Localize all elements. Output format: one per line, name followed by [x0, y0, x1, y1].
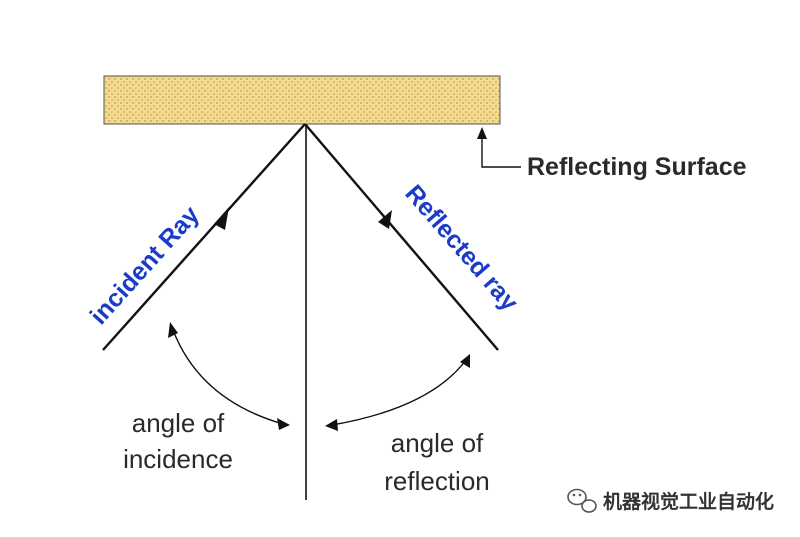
angle-of-incidence-arc — [172, 329, 284, 425]
reflected-ray-arrowhead — [378, 210, 392, 229]
incident-ray-label: incident Ray — [85, 201, 205, 330]
angle-of-incidence-label-line1: angle of — [132, 408, 225, 438]
angle-of-reflection-arc — [331, 359, 467, 426]
angle-of-incidence-arc-arrowhead-top — [168, 322, 178, 338]
angle-of-reflection-label-line2: reflection — [384, 466, 490, 496]
angle-of-incidence-arc-arrowhead-bottom — [277, 418, 290, 430]
incident-ray-arrowhead — [214, 207, 229, 230]
reflected-ray-label: Reflected ray — [399, 180, 523, 317]
angle-of-incidence-label-line2: incidence — [123, 444, 233, 474]
surface-pointer-arrowhead — [477, 127, 487, 139]
watermark-text: 机器视觉工业自动化 — [603, 490, 774, 513]
angle-of-reflection-arc-arrowhead-right — [460, 354, 470, 368]
reflected-ray — [304, 123, 499, 351]
wechat-icon — [567, 488, 597, 513]
surface-pointer-line — [481, 136, 521, 168]
reflecting-surface-label: Reflecting Surface — [527, 153, 747, 181]
reflecting-surface — [103, 75, 501, 125]
angle-of-reflection-arc-arrowhead-left — [325, 419, 338, 431]
angle-of-reflection-label-line1: angle of — [391, 428, 484, 458]
incident-ray — [102, 123, 306, 351]
